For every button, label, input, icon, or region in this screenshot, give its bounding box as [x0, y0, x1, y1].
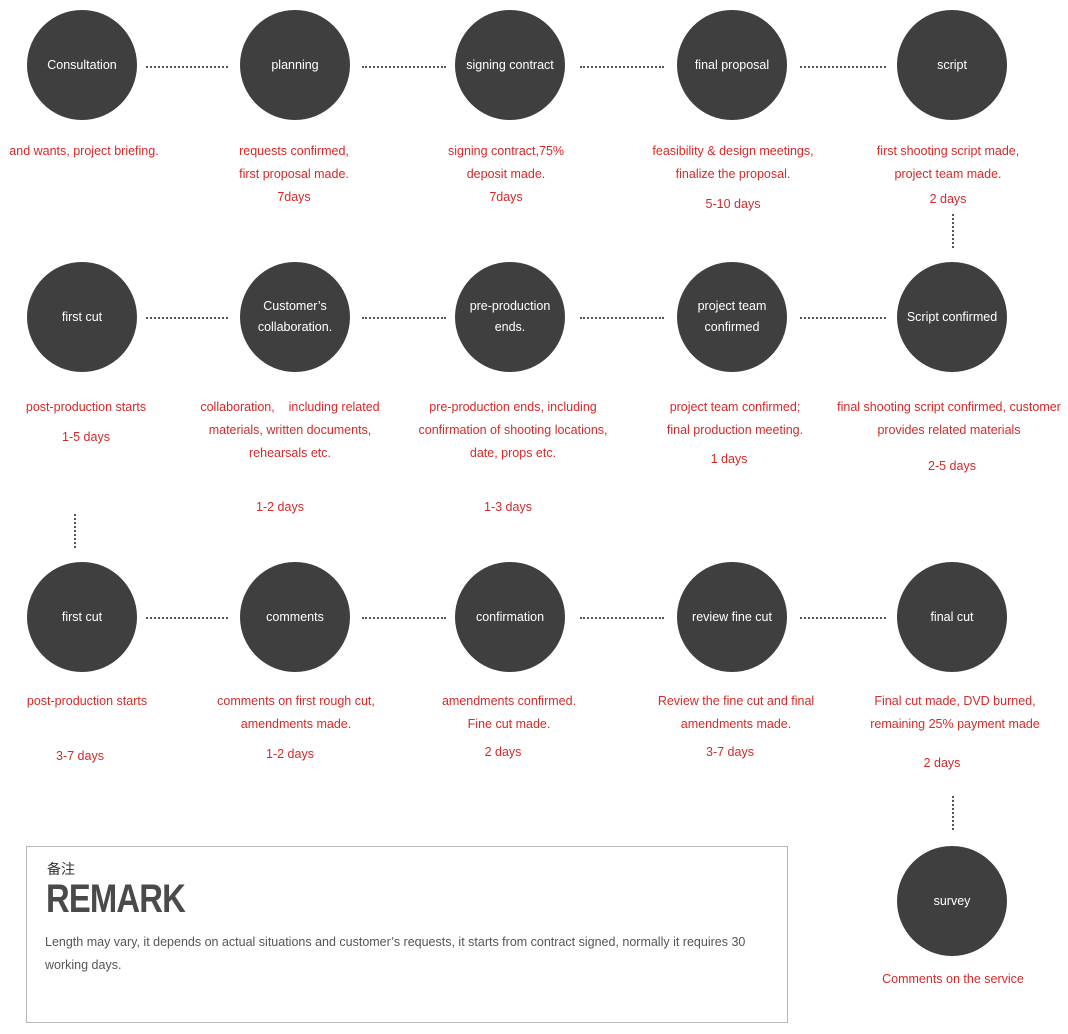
step-description: collaboration, including related materia… — [200, 400, 380, 514]
connector — [952, 796, 954, 830]
remark-text: Length may vary, it depends on actual si… — [45, 935, 746, 972]
step-review-fine-cut: review fine cut — [677, 562, 787, 672]
step-description: post-production starts 1-5 days — [25, 400, 147, 444]
step-final-proposal: final proposal — [677, 10, 787, 120]
connector — [800, 317, 886, 319]
step-description: first shooting script made, project team… — [876, 144, 1020, 206]
step-script: script — [897, 10, 1007, 120]
step-description: project team confirmed; final production… — [666, 400, 804, 466]
connector — [74, 514, 76, 548]
connector — [362, 66, 446, 68]
step-first-cut-2: first cut — [27, 562, 137, 672]
connector — [362, 617, 446, 619]
step-planning: planning — [240, 10, 350, 120]
step-signing-contract: signing contract — [455, 10, 565, 120]
step-final-cut: final cut — [897, 562, 1007, 672]
step-description: final shooting script confirmed, custome… — [837, 400, 1061, 473]
step-description: requests confirmed, first proposal made.… — [239, 144, 349, 204]
step-survey: survey — [897, 846, 1007, 956]
step-description: and wants, project briefing. — [9, 144, 159, 158]
step-description: Review the fine cut and final amendments… — [657, 694, 815, 759]
step-description: pre-production ends, including confirmat… — [418, 400, 608, 514]
connector — [146, 317, 228, 319]
connector — [580, 317, 664, 319]
step-description: signing contract,75% deposit made. 7days — [447, 144, 565, 204]
step-description: Comments on the service — [882, 972, 1024, 986]
connector — [146, 617, 228, 619]
connector — [362, 317, 446, 319]
step-description: amendments confirmed. Fine cut made. 2 d… — [441, 694, 577, 759]
remark-box: 备注 REMARK Length may vary, it depends on… — [26, 846, 788, 1023]
remark-title: REMARK — [46, 877, 186, 921]
connector — [580, 66, 664, 68]
step-script-confirmed: Script confirmed — [897, 262, 1007, 372]
step-confirmation: confirmation — [455, 562, 565, 672]
connector — [952, 214, 954, 248]
step-description: feasibility & design meetings, finalize … — [652, 144, 814, 211]
connector — [580, 617, 664, 619]
step-comments: comments — [240, 562, 350, 672]
remark-cn-label: 备注 — [47, 861, 75, 877]
step-consultation: Consultation — [27, 10, 137, 120]
step-description: Final cut made, DVD burned, remaining 25… — [870, 694, 1040, 770]
connector — [146, 66, 228, 68]
step-first-cut: first cut — [27, 262, 137, 372]
step-description: comments on first rough cut, amendments … — [217, 694, 375, 761]
connector — [800, 617, 886, 619]
step-description: post-production starts 3-7 days — [26, 694, 148, 763]
connector — [800, 66, 886, 68]
